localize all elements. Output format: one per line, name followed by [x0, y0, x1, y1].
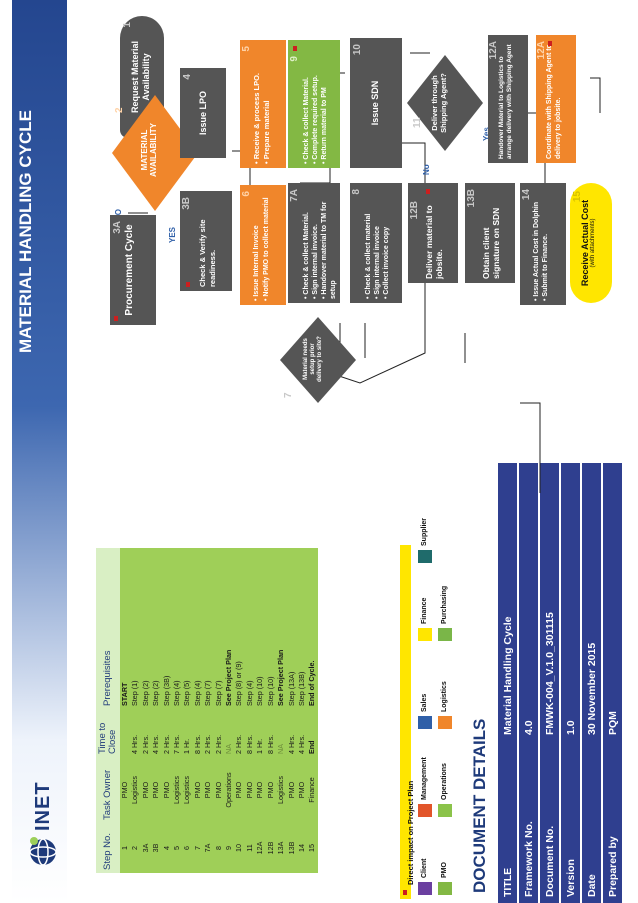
step-12a-label: Handover Material to Logistics to arrang…	[498, 44, 513, 159]
step-7a-collect-material: 7A • Check & collect Material. • Sign in…	[288, 183, 340, 303]
step-13b-client-signature: 13B Obtain client signature on SDN	[465, 183, 515, 283]
step-12a-coordinate: 12A Coordinate with Shipping Agent to de…	[536, 35, 576, 163]
step-7-diamond-shape	[280, 317, 356, 403]
step-2-diamond-shape	[112, 95, 198, 211]
step-3a-label: Procurement Cycle	[124, 224, 135, 316]
step-5-number: 5	[241, 46, 252, 52]
step-7-decision	[280, 317, 356, 403]
step-7a-line-1: • Check & collect Material.	[303, 212, 310, 299]
step-10-label: Issue SDN	[370, 80, 380, 126]
step-5-line-1: • Receive & process LPO.	[252, 73, 261, 164]
step-3b-label: Check & Verify site readiness.	[198, 219, 217, 287]
step-14-line-2: • Submit to Finance.	[542, 233, 549, 301]
step-14-actual-cost: 14 • Issue Actual Cost in Dolphin • Subm…	[520, 183, 566, 305]
step-12a-number: 12A	[488, 41, 499, 60]
flag-icon	[548, 41, 552, 46]
step-8-line-1: • Check & collect material	[365, 213, 372, 299]
step-6-line-1: • Issue Internal Invoice	[253, 225, 260, 301]
step-8-line-2: • Sign internal invoice	[374, 226, 381, 299]
step-7-label: Material needs setup prior delivery to s…	[303, 336, 323, 382]
step-11-number: 11	[412, 117, 423, 128]
step-4-number: 4	[182, 74, 193, 80]
company-logo: INET	[26, 781, 62, 867]
step-12a2-number: 12A	[536, 41, 547, 60]
step-3a-procurement: 3A Procurement Cycle	[110, 215, 156, 325]
flag-icon	[426, 189, 430, 194]
step-8-number: 8	[351, 189, 362, 195]
step-6-line-2: • Notify PMO to collect material	[263, 197, 270, 301]
connector-6-7	[329, 243, 426, 384]
step-7a-line-2: • Sign internal invoice.	[312, 224, 319, 299]
step-11-decision	[407, 55, 483, 151]
step-2-label: MATERIAL AVAILABILITY	[140, 123, 158, 177]
step-15-number: 15	[572, 191, 583, 203]
step-3b-number: 3B	[181, 197, 192, 210]
step-7-number: 7	[283, 392, 294, 398]
step-9-number: 9	[289, 56, 300, 62]
step-8-line-3: • Collect invoice copy	[383, 226, 390, 299]
step-4-issue-lpo: 4 Issue LPO	[180, 68, 226, 158]
step-10-issue-sdn: 10 Issue SDN	[350, 38, 402, 168]
step-2-number: 2	[114, 107, 125, 113]
step-2-decision	[112, 95, 198, 211]
connector-11-12a	[590, 77, 601, 113]
step-14-line-1: • Issue Actual Cost in Dolphin	[533, 201, 540, 301]
connector-14-15	[520, 402, 541, 493]
step-9-line-1: • Check & collect Material.	[303, 77, 310, 164]
step-3a-number: 3A	[112, 221, 123, 234]
step-15-sub: (with attachments)	[590, 218, 596, 268]
flag-icon	[186, 282, 190, 287]
step-9-line-2: • Complete required setup.	[312, 75, 319, 164]
step-3b-verify-site: 3B Check & Verify site readiness.	[180, 191, 232, 291]
step-8-collect-material: 8 • Check & collect material • Sign inte…	[350, 183, 402, 303]
step-9-line-3: • Return material to PM	[321, 87, 328, 164]
step-6-number: 6	[241, 191, 252, 197]
step-14-number: 14	[521, 189, 532, 201]
flag-icon	[114, 316, 118, 321]
step-6-internal-invoice: 6 • Issue Internal Invoice • Notify PMO …	[240, 185, 286, 305]
step-11-label: Deliver through Shipping Agent?	[430, 73, 448, 133]
step-5-process-lpo: 5 • Receive & process LPO. • Prepare mat…	[240, 40, 286, 168]
step-12b-deliver: 12B Deliver material to jobsite.	[408, 183, 458, 283]
step-13b-label: Obtain client signature on SDN	[481, 207, 501, 279]
step-12a-handover: 12A Handover Material to Logistics to ar…	[488, 35, 528, 163]
yes-label: YES	[168, 226, 177, 243]
step-12b-number: 12B	[409, 201, 420, 220]
step-9-setup: 9 • Check & collect Material. • Complete…	[288, 40, 340, 168]
step-7a-number: 7A	[289, 189, 300, 202]
step-15-receive-cost: 15 Receive Actual Cost (with attachments…	[570, 183, 612, 303]
step-4-label: Issue LPO	[198, 91, 208, 136]
flag-icon	[293, 46, 297, 51]
step-1-number: 1	[122, 22, 133, 28]
step-12b-label: Deliver material to jobsite.	[424, 205, 444, 279]
no-label-2: No	[422, 164, 431, 175]
step-10-number: 10	[352, 44, 363, 56]
step-12a2-label: Coordinate with Shipping Agent to delive…	[546, 44, 562, 159]
step-5-line-2: • Prepare material	[262, 100, 271, 165]
step-13b-number: 13B	[466, 189, 477, 208]
step-7a-line-3: • Handover material to TM for setup	[321, 201, 337, 299]
logo-sphere-icon	[29, 837, 57, 866]
step-11-diamond-shape	[407, 55, 483, 151]
